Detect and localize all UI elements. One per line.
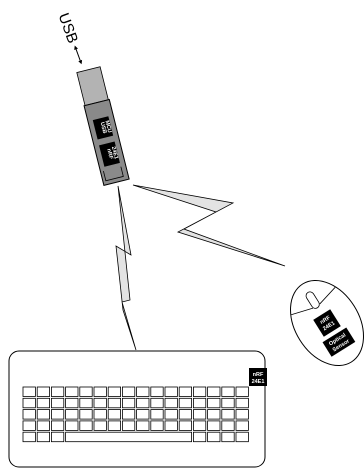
keyboard-key bbox=[151, 410, 163, 420]
keyboard-key bbox=[108, 398, 120, 408]
keyboard-key bbox=[222, 432, 234, 442]
keyboard-key bbox=[37, 410, 49, 420]
usb-arrow-head-right bbox=[78, 60, 83, 65]
keyboard-key bbox=[80, 387, 92, 397]
keyboard-key bbox=[208, 410, 220, 420]
keyboard-key bbox=[66, 421, 78, 431]
keyboard-key bbox=[23, 432, 35, 442]
keyboard-key bbox=[108, 387, 120, 397]
keyboard-key bbox=[179, 421, 191, 431]
keyboard-key bbox=[179, 410, 191, 420]
keyboard-key bbox=[122, 387, 134, 397]
keyboard-key bbox=[165, 398, 177, 408]
keyboard-key bbox=[51, 398, 63, 408]
keyboard-key bbox=[94, 410, 106, 420]
keyboard-chip-line1: nRF bbox=[253, 372, 264, 378]
keyboard-key bbox=[80, 398, 92, 408]
keyboard-key bbox=[23, 410, 35, 420]
keyboard-key bbox=[23, 421, 35, 431]
usb-double-arrow bbox=[75, 47, 80, 62]
keyboard-key bbox=[37, 432, 49, 442]
rf-link-to-keyboard bbox=[116, 186, 136, 350]
keyboard-body bbox=[9, 351, 265, 467]
usb-connector bbox=[77, 67, 109, 106]
keyboard-key bbox=[193, 398, 205, 408]
keyboard-key bbox=[222, 387, 234, 397]
keyboard-key bbox=[236, 432, 248, 442]
keyboard-key bbox=[236, 410, 248, 420]
keyboard-key bbox=[208, 432, 220, 442]
keyboard-key bbox=[80, 421, 92, 431]
keyboard-spacebar bbox=[66, 432, 192, 442]
keyboard-chip-nrf: nRF 24E1 bbox=[249, 368, 267, 386]
keyboard-key bbox=[51, 432, 63, 442]
keyboard-key bbox=[137, 421, 149, 431]
keyboard-key bbox=[122, 421, 134, 431]
keyboard-key bbox=[222, 410, 234, 420]
keyboard-key bbox=[23, 398, 35, 408]
keyboard-key bbox=[236, 387, 248, 397]
keyboard-key bbox=[179, 398, 191, 408]
keyboard-key bbox=[51, 410, 63, 420]
keyboard-key bbox=[23, 387, 35, 397]
keyboard-key bbox=[122, 398, 134, 408]
keyboard-key bbox=[94, 421, 106, 431]
keyboard-key bbox=[151, 387, 163, 397]
keyboard-key bbox=[80, 410, 92, 420]
keyboard-key bbox=[37, 387, 49, 397]
usb-label: USB bbox=[55, 11, 82, 46]
keyboard-key bbox=[108, 410, 120, 420]
keyboard-key bbox=[94, 387, 106, 397]
keyboard-key bbox=[179, 387, 191, 397]
keyboard-key bbox=[37, 421, 49, 431]
keyboard-key bbox=[66, 410, 78, 420]
keyboard-key bbox=[165, 421, 177, 431]
keyboard-key bbox=[122, 410, 134, 420]
keyboard-key bbox=[66, 387, 78, 397]
mouse: nRF 24E1 Optical Sensor bbox=[275, 267, 364, 379]
keyboard-key bbox=[94, 398, 106, 408]
keyboard-key bbox=[193, 387, 205, 397]
keyboard: nRF 24E1 bbox=[9, 351, 267, 467]
usb-label-group: USB bbox=[55, 11, 89, 68]
keyboard-key bbox=[37, 398, 49, 408]
keyboard-key bbox=[236, 421, 248, 431]
usb-dongle: USB MCU nRF 24E1 bbox=[76, 67, 129, 186]
keyboard-chip-line2: 24E1 bbox=[252, 379, 265, 385]
keyboard-key bbox=[222, 421, 234, 431]
keyboard-key bbox=[208, 387, 220, 397]
keyboard-key bbox=[137, 387, 149, 397]
keyboard-key bbox=[51, 387, 63, 397]
keyboard-key bbox=[193, 410, 205, 420]
rf-link-to-mouse bbox=[133, 185, 285, 266]
keyboard-key bbox=[193, 432, 205, 442]
usb-arrow-head-left bbox=[73, 45, 78, 50]
keyboard-key bbox=[108, 421, 120, 431]
keyboard-key bbox=[137, 410, 149, 420]
keyboard-key bbox=[193, 421, 205, 431]
keyboard-key bbox=[236, 398, 248, 408]
keyboard-key bbox=[151, 398, 163, 408]
keyboard-key bbox=[165, 387, 177, 397]
keyboard-key bbox=[208, 398, 220, 408]
keyboard-key bbox=[151, 421, 163, 431]
keyboard-key bbox=[165, 410, 177, 420]
keyboard-key bbox=[66, 398, 78, 408]
keyboard-key bbox=[51, 421, 63, 431]
keyboard-key bbox=[222, 398, 234, 408]
keyboard-key bbox=[208, 421, 220, 431]
keyboard-key bbox=[137, 398, 149, 408]
